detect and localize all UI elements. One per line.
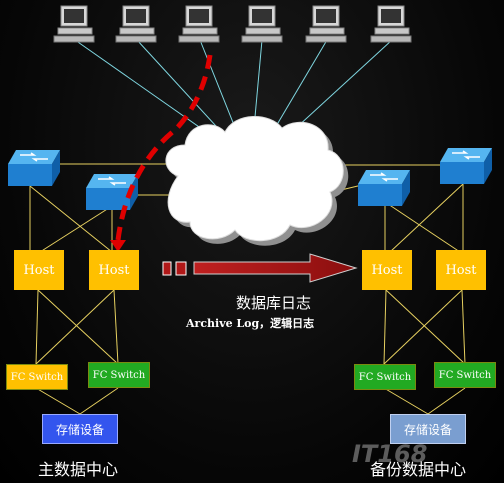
client-request-path [110, 54, 213, 252]
cloud-icon [165, 115, 349, 246]
computer-icon [241, 5, 283, 43]
host-primary-1: Host [14, 250, 64, 290]
host-label: Host [23, 262, 55, 278]
host-backup-2: Host [436, 250, 486, 290]
network-switch-icon [8, 150, 60, 186]
fc-switch-label: FC Switch [10, 371, 64, 383]
computer-icon [370, 5, 412, 43]
storage-backup: 存储设备 [390, 414, 466, 444]
host-label: Host [445, 262, 477, 278]
fc-switch-label: FC Switch [438, 369, 492, 381]
fc-switch-label: FC Switch [92, 369, 146, 381]
storage-primary: 存储设备 [42, 414, 118, 444]
svg-text:IT168: IT168 [352, 440, 427, 468]
network-switch-icon [440, 148, 492, 184]
computer-icon [115, 5, 157, 43]
log-subtitle: Archive Log，逻辑日志 [186, 317, 315, 330]
replication-arrow [162, 253, 358, 283]
storage-label: 存储设备 [55, 422, 104, 437]
network-switch-icon [358, 170, 410, 206]
fc-switch-primary-1: FC Switch [6, 364, 68, 390]
fc-switch-primary-2: FC Switch [88, 362, 150, 388]
computer-icon [305, 5, 347, 43]
network-links [29, 163, 466, 415]
fc-switch-backup-1: FC Switch [354, 364, 416, 390]
computer-icon [53, 5, 95, 43]
storage-label: 存储设备 [403, 422, 452, 437]
host-backup-1: Host [362, 250, 412, 290]
host-primary-2: Host [89, 250, 139, 290]
fc-switch-label: FC Switch [358, 371, 412, 383]
primary-center-label: 主数据中心 [38, 460, 119, 479]
log-title: 数据库日志 [236, 294, 312, 312]
host-label: Host [98, 262, 130, 278]
fc-switch-backup-2: FC Switch [434, 362, 496, 388]
network-switch-icon [86, 174, 138, 210]
client-computers [53, 5, 412, 43]
backup-center-label: 备份数据中心 [370, 460, 467, 479]
network-switches [8, 148, 492, 210]
arrow-head-icon [110, 240, 126, 252]
host-label: Host [371, 262, 403, 278]
computer-icon [178, 5, 220, 43]
watermark-logo: IT168 [352, 440, 427, 468]
